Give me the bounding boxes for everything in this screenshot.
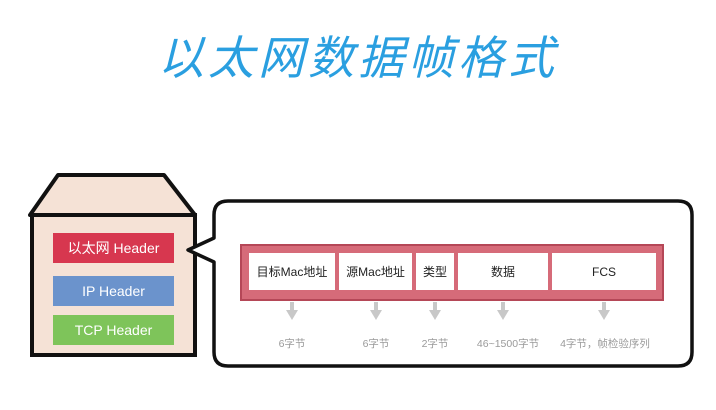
down-arrow-icon xyxy=(429,302,441,320)
size-fcs: 4字节，帧检验序列 xyxy=(560,338,650,350)
ip-header-block: IP Header xyxy=(53,276,174,306)
field-fcs: FCS xyxy=(552,253,656,290)
size-src-mac: 6字节 xyxy=(362,338,390,350)
down-arrow-icon xyxy=(286,302,298,320)
down-arrow-icon xyxy=(370,302,382,320)
down-arrow-icon xyxy=(598,302,610,320)
size-dest-mac: 6字节 xyxy=(278,338,306,350)
field-src-mac: 源Mac地址 xyxy=(339,253,412,290)
size-type: 2字节 xyxy=(421,338,449,350)
page-title: 以太网数据帧格式 xyxy=(158,31,558,85)
ethernet-header-block: 以太网 Header xyxy=(53,233,174,263)
down-arrow-icon xyxy=(497,302,509,320)
field-data: 数据 xyxy=(458,253,548,290)
package-box-top xyxy=(28,173,197,217)
field-dest-mac: 目标Mac地址 xyxy=(249,253,335,290)
field-type: 类型 xyxy=(416,253,454,290)
size-data: 46~1500字节 xyxy=(476,338,540,350)
tcp-header-block: TCP Header xyxy=(53,315,174,345)
